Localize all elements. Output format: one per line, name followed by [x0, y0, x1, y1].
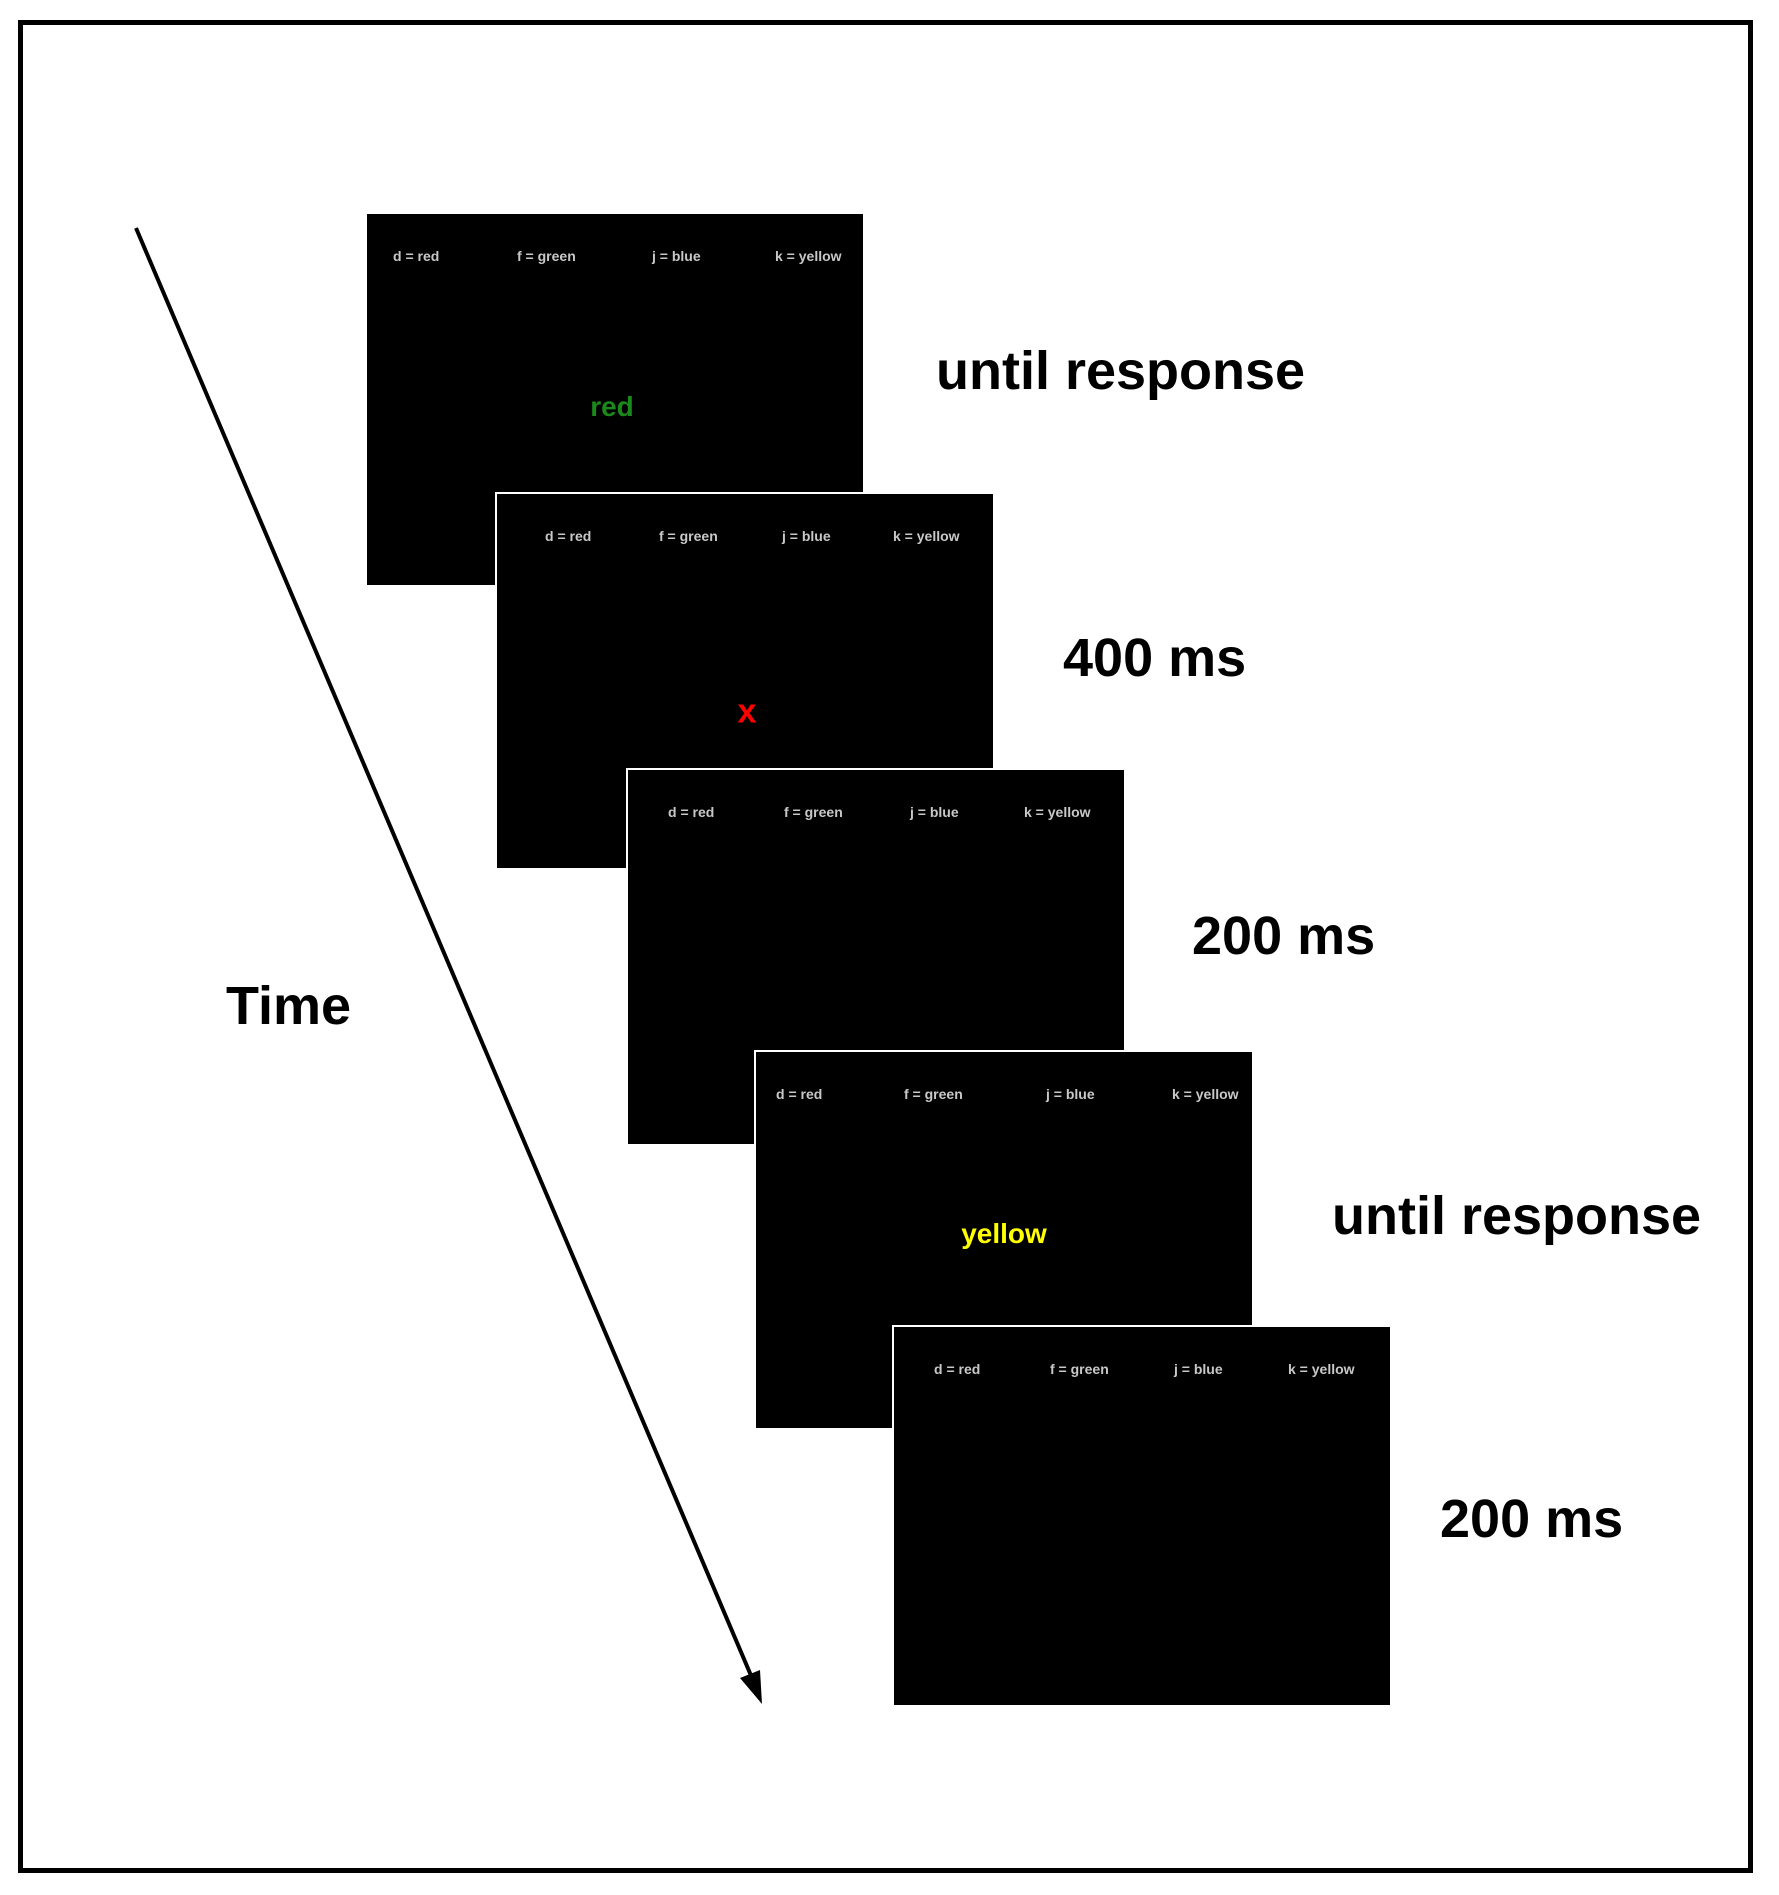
- feedback-x-mark: x: [737, 692, 757, 731]
- key-mapping-d: d = red: [934, 1361, 981, 1377]
- key-mapping-f: f = green: [659, 528, 718, 544]
- key-mapping-d: d = red: [668, 804, 715, 820]
- key-mapping-row: d = red f = green j = blue k = yellow: [628, 804, 1124, 824]
- key-mapping-j: j = blue: [652, 248, 701, 264]
- screen-frame-5: d = red f = green j = blue k = yellow: [892, 1325, 1392, 1707]
- key-mapping-f: f = green: [517, 248, 576, 264]
- key-mapping-d: d = red: [393, 248, 440, 264]
- key-mapping-j: j = blue: [910, 804, 959, 820]
- key-mapping-row: d = red f = green j = blue k = yellow: [367, 248, 863, 268]
- key-mapping-row: d = red f = green j = blue k = yellow: [894, 1361, 1390, 1381]
- key-mapping-f: f = green: [1050, 1361, 1109, 1377]
- key-mapping-k: k = yellow: [775, 248, 842, 264]
- key-mapping-k: k = yellow: [1288, 1361, 1355, 1377]
- key-mapping-d: d = red: [545, 528, 592, 544]
- key-mapping-k: k = yellow: [893, 528, 960, 544]
- key-mapping-j: j = blue: [1046, 1086, 1095, 1102]
- key-mapping-row: d = red f = green j = blue k = yellow: [756, 1086, 1252, 1106]
- key-mapping-k: k = yellow: [1024, 804, 1091, 820]
- duration-label-frame-2: 400 ms: [1063, 628, 1247, 688]
- time-label: Time: [226, 976, 352, 1036]
- duration-label-frame-4: until response: [1332, 1186, 1702, 1246]
- duration-label-frame-1: until response: [936, 341, 1306, 401]
- key-mapping-d: d = red: [776, 1086, 823, 1102]
- duration-label-frame-3: 200 ms: [1192, 906, 1376, 966]
- figure-border: [18, 20, 1753, 1873]
- key-mapping-j: j = blue: [782, 528, 831, 544]
- key-mapping-f: f = green: [784, 804, 843, 820]
- key-mapping-k: k = yellow: [1172, 1086, 1239, 1102]
- key-mapping-f: f = green: [904, 1086, 963, 1102]
- key-mapping-row: d = red f = green j = blue k = yellow: [497, 528, 993, 548]
- stimulus-word: red: [590, 391, 634, 422]
- duration-label-frame-5: 200 ms: [1440, 1489, 1624, 1549]
- key-mapping-j: j = blue: [1174, 1361, 1223, 1377]
- stimulus-word: yellow: [961, 1218, 1047, 1249]
